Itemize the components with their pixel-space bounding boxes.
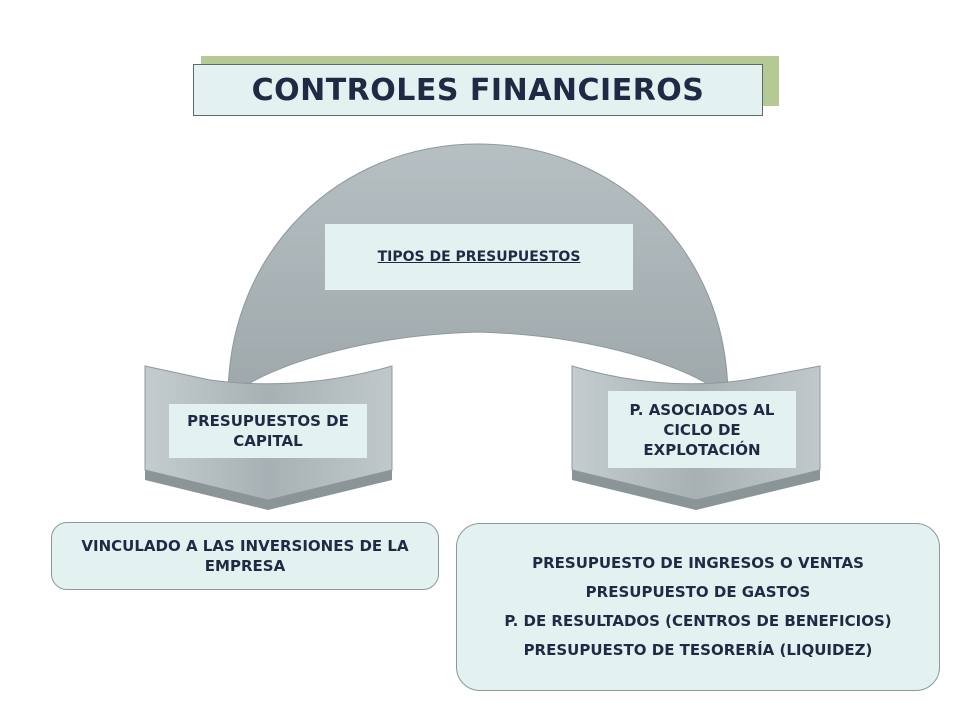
right-branch-detail-list: PRESUPUESTO DE INGRESOS O VENTAS PRESUPU… [456,523,940,691]
left-branch-detail: VINCULADO A LAS INVERSIONES DE LA EMPRES… [51,522,439,590]
left-branch-label: PRESUPUESTOS DE CAPITAL [169,404,367,458]
detail-item: P. DE RESULTADOS (CENTROS DE BENEFICIOS) [504,612,892,630]
detail-item: PRESUPUESTO DE INGRESOS O VENTAS [532,554,864,572]
right-branch-label: P. ASOCIADOS AL CICLO DE EXPLOTACIÓN [608,391,796,468]
center-label: TIPOS DE PRESUPUESTOS [377,249,581,265]
detail-item: PRESUPUESTO DE TESORERÍA (LIQUIDEZ) [523,641,873,659]
page-title: CONTROLES FINANCIEROS [193,64,763,116]
center-label-box: TIPOS DE PRESUPUESTOS [325,224,633,290]
detail-item: PRESUPUESTO DE GASTOS [585,583,811,601]
left-branch-arrow-tip [145,470,392,510]
right-branch-arrow-tip [572,470,820,510]
